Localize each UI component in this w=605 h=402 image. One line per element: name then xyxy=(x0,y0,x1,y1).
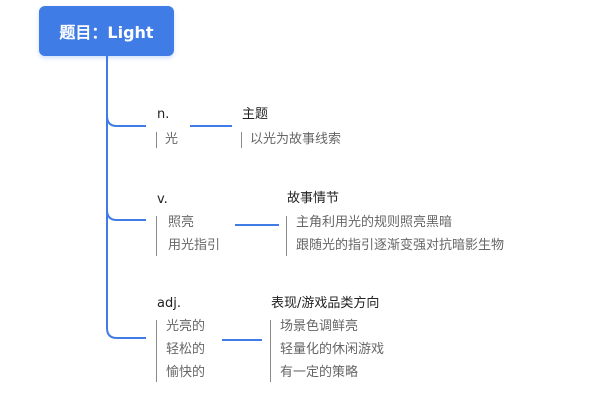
theme-label[interactable]: 故事情节 xyxy=(287,191,340,206)
detail-item[interactable]: 轻量化的休闲游戏 xyxy=(280,342,385,357)
word-item[interactable]: 光 xyxy=(165,132,179,147)
theme-label[interactable]: 主题 xyxy=(242,107,269,122)
branch-connector-v xyxy=(106,209,146,221)
detail-bracket xyxy=(241,132,242,148)
root-topic[interactable]: 题目：Light xyxy=(39,6,174,56)
word-item[interactable]: 用光指引 xyxy=(168,238,221,253)
detail-item[interactable]: 以光为故事线索 xyxy=(250,132,342,147)
word-item[interactable]: 愉快的 xyxy=(166,365,206,380)
detail-item[interactable]: 跟随光的指引逐渐变强对抗暗影生物 xyxy=(296,238,505,253)
branch-connector-adj xyxy=(106,327,146,339)
word-bracket xyxy=(156,216,157,256)
theme-label[interactable]: 表现/游戏品类方向 xyxy=(271,296,380,311)
branch-connector-n xyxy=(106,115,146,127)
root-topic-label: 题目：Light xyxy=(59,23,154,42)
word-bracket xyxy=(156,132,157,148)
pos-label[interactable]: n. xyxy=(157,107,170,122)
word-item[interactable]: 光亮的 xyxy=(166,319,206,334)
detail-bracket xyxy=(286,216,287,256)
word-item[interactable]: 轻松的 xyxy=(166,342,206,357)
word-bracket xyxy=(156,320,157,382)
word-item[interactable]: 照亮 xyxy=(168,215,195,230)
pos-label[interactable]: adj. xyxy=(157,296,181,311)
detail-item[interactable]: 有一定的策略 xyxy=(280,365,359,380)
detail-item[interactable]: 主角利用光的规则照亮黑暗 xyxy=(296,215,453,230)
detail-item[interactable]: 场景色调鲜亮 xyxy=(280,319,359,334)
detail-bracket xyxy=(270,320,271,382)
pos-label[interactable]: v. xyxy=(157,192,168,207)
